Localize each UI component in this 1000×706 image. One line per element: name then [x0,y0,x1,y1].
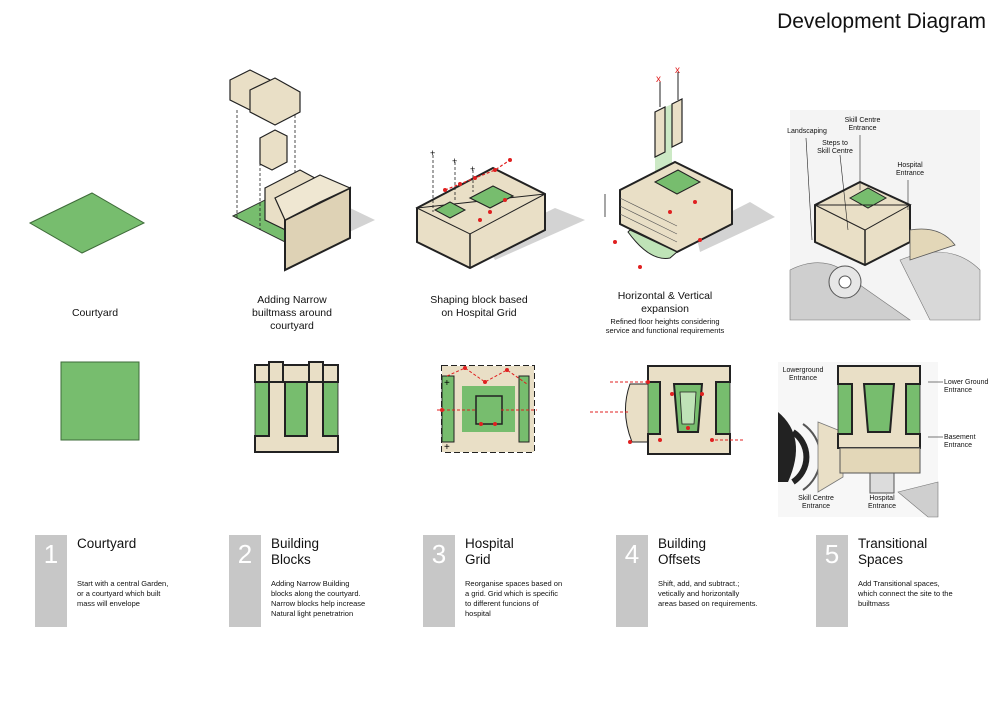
caption-hospital-grid: Shaping block based on Hospital Grid [430,294,528,319]
step-number-box: 3 [423,535,455,627]
label-steps-to-skill-centre: Steps to Skill Centre [817,140,853,155]
courtyard-axon-drawing [28,192,146,254]
step-title: Transitional Spaces [858,536,928,567]
step-4: 4 Building Offsets Shift, add, and subtr… [616,535,786,627]
transitional-axon-drawing [789,110,981,321]
offsets-plan-drawing [590,365,745,455]
plus-marker: + [470,164,475,174]
stage-2-plan [254,361,340,462]
step-title: Building Blocks [271,536,320,567]
step-description: Start with a central Garden, or a courty… [77,579,169,608]
stage-5-plan [778,362,943,522]
stage-1-axon [28,190,150,265]
caption-offsets: Horizontal & Vertical expansion Refined … [605,290,725,335]
label-skill-centre-entrance-3d: Skill Centre Entrance [844,117,881,132]
stage-1-plan [60,361,141,447]
plus-marker: + [444,378,450,389]
stage-4-plan [590,362,750,467]
label-basement-entrance: Basement Entrance [944,434,976,449]
hospital-grid-axon-drawing: + + + [415,148,585,270]
stage-3-axon: + + + [415,148,585,275]
step-title: Courtyard [77,536,137,551]
plus-marker: + [444,442,450,453]
offsets-axon-drawing: x x [604,65,775,269]
hospital-grid-plan-drawing: + + [437,365,537,453]
page-title: Development Diagram [777,10,986,33]
step-3: 3 Hospital Grid Reorganise spaces based … [423,535,593,627]
step-description: Add Transitional spaces, which connect t… [858,579,953,608]
label-skill-centre-entrance: Skill Centre Entrance [798,495,834,510]
label-lowerground-entrance: Lowerground Entrance [782,367,824,382]
step-1: 1 Courtyard Start with a central Garden,… [35,535,205,627]
caption-offsets-sub: Refined floor heights considering servic… [605,317,725,335]
step-title: Building Offsets [658,536,707,567]
caption-offsets-title: Horizontal & Vertical expansion [617,290,713,315]
transitional-plan-drawing [778,362,943,518]
building-blocks-plan-drawing [254,361,339,453]
label-lower-ground-entrance: Lower Ground Entrance [944,379,989,394]
plus-marker: + [430,148,435,158]
stage-5-axon [789,110,981,325]
building-blocks-axon-drawing [229,69,375,272]
remove-marker: x [675,65,680,76]
step-number-box: 2 [229,535,261,627]
caption-building-blocks: Adding Narrow builtmass around courtyard [252,294,332,332]
step-description: Adding Narrow Building blocks along the … [271,579,366,618]
step-2: 2 Building Blocks Adding Narrow Building… [229,535,399,627]
remove-marker: x [656,74,661,85]
step-description: Shift, add, and subtract.; vetically and… [658,579,758,608]
step-description: Reorganise spaces based on a grid. Grid … [465,579,563,618]
caption-courtyard: Courtyard [71,307,119,319]
courtyard-plan-drawing [60,361,140,441]
stage-2-axon [225,69,375,285]
step-number-box: 4 [616,535,648,627]
label-hospital-entrance: Hospital Entrance [867,495,897,510]
step-5: 5 Transitional Spaces Add Transitional s… [816,535,986,627]
stage-4-axon: x x [600,62,775,282]
step-number-box: 1 [35,535,67,627]
step-title: Hospital Grid [465,536,514,567]
label-landscaping: Landscaping [787,128,827,135]
plus-marker: + [452,156,457,166]
step-number-box: 5 [816,535,848,627]
label-hospital-entrance-3d: Hospital Entrance [895,162,925,177]
stage-3-plan: + + [437,362,542,462]
